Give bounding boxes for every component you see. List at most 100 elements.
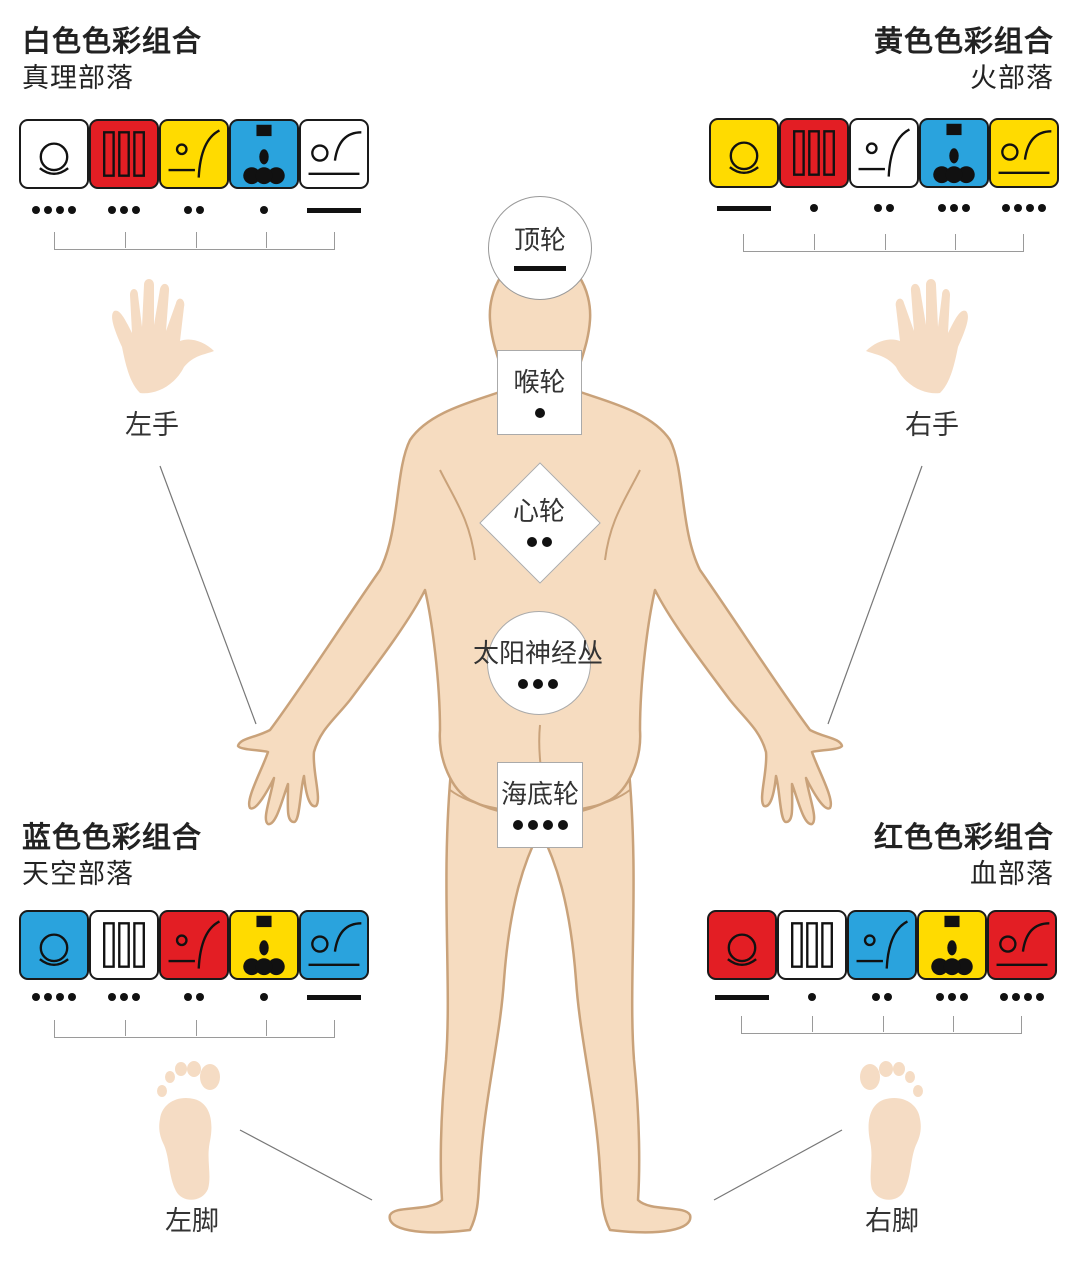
numeral-bar — [307, 207, 361, 213]
bracket-tick — [954, 234, 956, 250]
numeral-dot — [938, 204, 946, 212]
glyph-symbol-icon — [933, 123, 975, 184]
numeral-dot — [948, 993, 956, 1001]
throat-chakra-marks — [534, 407, 545, 418]
glyph-symbol-icon — [996, 922, 1050, 966]
numeral-mark — [159, 987, 229, 1007]
numeral-dot — [56, 206, 64, 214]
numeral-dot — [874, 204, 882, 212]
numeral-dot — [542, 820, 553, 830]
numeral-bar — [717, 205, 771, 211]
numeral-dot — [1036, 993, 1044, 1001]
heart-chakra-marks — [526, 537, 552, 547]
solar-chakra-marks — [518, 679, 558, 689]
root-chakra-marks — [512, 820, 568, 830]
numeral-mark — [19, 200, 89, 220]
numeral-mark — [849, 198, 919, 218]
day-sign-glyph — [19, 119, 89, 189]
day-sign-glyph — [987, 910, 1057, 980]
left-foot-icon — [157, 1061, 220, 1200]
bracket-tick — [195, 232, 197, 248]
glyph-symbol-icon — [931, 915, 973, 976]
glyph-symbol-icon — [858, 128, 911, 177]
numeral-bar — [715, 994, 769, 1000]
numeral-mark — [89, 200, 159, 220]
numeral-dot — [808, 993, 816, 1001]
numeral-mark — [917, 987, 987, 1007]
numeral-mark — [847, 987, 917, 1007]
numeral-dot — [541, 537, 552, 547]
numeral-dot — [534, 407, 545, 418]
connector-left-hand — [159, 465, 257, 725]
numeral-dot — [32, 206, 40, 214]
connector-right-hand — [827, 465, 923, 725]
bracket-tick — [195, 1020, 197, 1036]
numeral-dot — [260, 993, 268, 1001]
red-mark-row — [707, 987, 1057, 1007]
numeral-dot — [120, 993, 128, 1001]
blue-mark-row — [19, 987, 369, 1007]
bracket-tick — [812, 1016, 814, 1032]
yellow-group-title: 黄色色彩组合 — [873, 24, 1054, 58]
throat-chakra-label: 喉轮 — [513, 367, 566, 398]
glyph-symbol-icon — [39, 142, 69, 175]
numeral-dot — [1038, 204, 1046, 212]
numeral-dot — [548, 679, 558, 689]
numeral-dot — [132, 206, 140, 214]
numeral-dot — [120, 206, 128, 214]
bracket-tick — [882, 1016, 884, 1032]
numeral-dot — [557, 820, 568, 830]
blue-bracket — [54, 1020, 335, 1038]
numeral-dot — [44, 993, 52, 1001]
numeral-dot — [108, 206, 116, 214]
red-glyph-row — [707, 910, 1057, 980]
numeral-dot — [810, 204, 818, 212]
yellow-bracket — [743, 234, 1024, 252]
right-hand-label: 右手 — [905, 410, 959, 441]
numeral-dot — [1012, 993, 1020, 1001]
bracket-tick — [265, 232, 267, 248]
day-sign-glyph — [919, 118, 989, 188]
solar-chakra-label: 太阳神经丛 — [472, 639, 603, 669]
crown-chakra: 顶轮 — [488, 196, 592, 300]
numeral-dot — [872, 993, 880, 1001]
crown-chakra-label: 顶轮 — [513, 225, 566, 256]
root-chakra-label: 海底轮 — [500, 780, 579, 810]
day-sign-glyph — [709, 118, 779, 188]
left-hand-label: 左手 — [125, 410, 179, 441]
glyph-symbol-icon — [793, 130, 835, 176]
numeral-dot — [108, 993, 116, 1001]
day-sign-glyph — [89, 119, 159, 189]
yellow-group-subtitle: 火部落 — [970, 63, 1054, 94]
numeral-dot — [950, 204, 958, 212]
numeral-mark — [299, 987, 369, 1007]
numeral-mark — [709, 198, 779, 218]
white-bracket — [54, 232, 335, 250]
connector-right-foot — [713, 1129, 843, 1201]
glyph-symbol-icon — [729, 141, 759, 174]
numeral-bar — [514, 265, 566, 271]
numeral-dot — [1014, 204, 1022, 212]
yellow-glyph-row — [709, 118, 1059, 188]
glyph-symbol-icon — [998, 130, 1052, 174]
day-sign-glyph — [159, 119, 229, 189]
numeral-mark — [229, 200, 299, 220]
bracket-tick — [125, 232, 127, 248]
numeral-dot — [526, 537, 537, 547]
day-sign-glyph — [229, 910, 299, 980]
red-group-title: 红色色彩组合 — [873, 820, 1054, 854]
numeral-dot — [32, 993, 40, 1001]
red-bracket — [741, 1016, 1022, 1034]
solar-chakra-circle — [487, 611, 591, 715]
numeral-dot — [533, 679, 543, 689]
day-sign-glyph — [299, 119, 369, 189]
glyph-symbol-icon — [308, 131, 362, 175]
day-sign-glyph — [917, 910, 987, 980]
day-sign-glyph — [89, 910, 159, 980]
numeral-dot — [68, 206, 76, 214]
numeral-dot — [196, 993, 204, 1001]
day-sign-glyph — [707, 910, 777, 980]
day-sign-glyph — [989, 118, 1059, 188]
throat-chakra: 喉轮 — [497, 350, 582, 435]
heart-chakra: 心轮 — [489, 484, 589, 560]
